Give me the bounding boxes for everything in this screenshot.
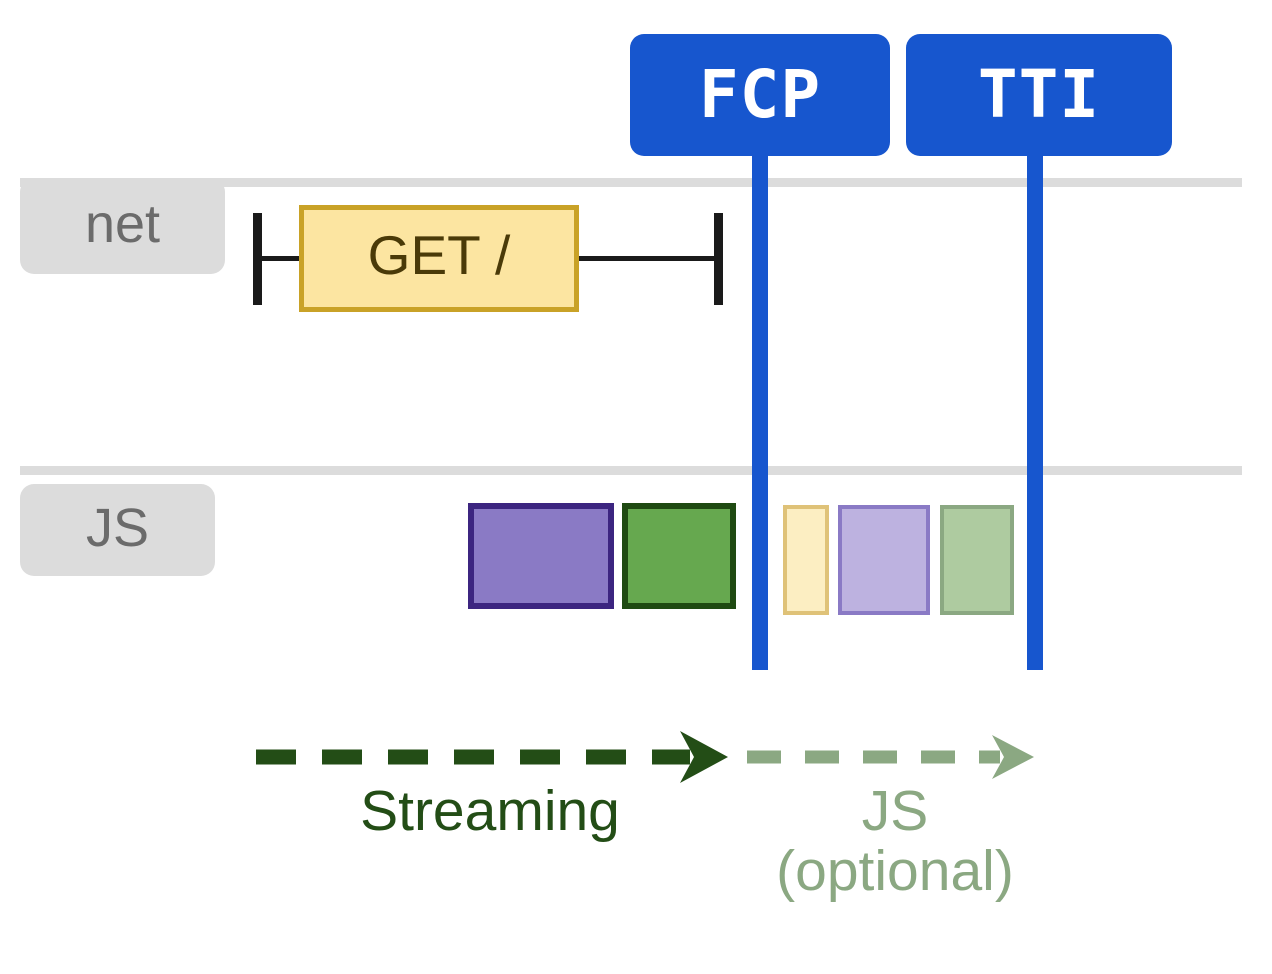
net-row-rail xyxy=(20,178,1242,187)
js-task-block-3 xyxy=(783,505,829,615)
js-task-block-4 xyxy=(838,505,930,615)
fcp-milestone-label: FCP xyxy=(698,56,822,133)
request-start-cap xyxy=(253,213,262,305)
row-label-js-text: JS xyxy=(85,498,150,558)
optional-js-arrow-icon xyxy=(747,735,1034,779)
tti-milestone-line xyxy=(1027,36,1043,670)
fcp-milestone-badge[interactable]: FCP xyxy=(630,34,890,156)
phase-label-streaming: Streaming xyxy=(240,779,740,843)
tti-milestone-badge[interactable]: TTI xyxy=(906,34,1172,156)
request-end-cap xyxy=(714,213,723,305)
js-task-block-5 xyxy=(940,505,1014,615)
phase-label-streaming-text: Streaming xyxy=(360,779,620,843)
phase-label-js-optional-line1: JS xyxy=(861,779,929,843)
network-request-label: GET / xyxy=(367,224,511,286)
network-request-block: GET / xyxy=(299,205,579,312)
fcp-milestone-line xyxy=(752,36,768,670)
phase-label-js-optional-line2: (optional) xyxy=(776,838,1014,903)
row-label-js: JS xyxy=(20,484,215,576)
phase-label-js-optional: JS (optional) xyxy=(700,779,1090,903)
row-label-net-text: net xyxy=(84,194,161,254)
row-label-net: net xyxy=(20,178,225,274)
streaming-arrow-icon xyxy=(256,731,728,783)
js-row-rail xyxy=(20,466,1242,475)
js-task-block-2 xyxy=(622,503,736,609)
js-task-block-1 xyxy=(468,503,614,609)
tti-milestone-label: TTI xyxy=(977,56,1101,133)
